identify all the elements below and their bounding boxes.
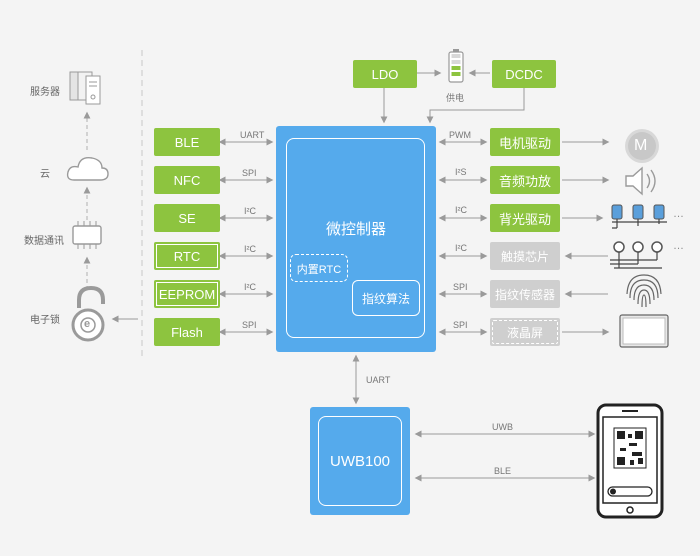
speaker-icon xyxy=(625,166,656,196)
fingerprint-algo-box: 指纹算法 xyxy=(352,280,420,316)
module-fingerprint-sensor: 指纹传感器 xyxy=(490,280,560,308)
mcu-block: 微控制器 内置RTC 指纹算法 xyxy=(276,126,436,352)
fingerprint-algo-label: 指纹算法 xyxy=(361,292,410,306)
dcdc-box: DCDC xyxy=(492,60,556,88)
supply-label: 供电 xyxy=(446,93,465,103)
module-audio-amp: 音频功放 xyxy=(490,166,560,194)
mcu-inner-frame xyxy=(286,138,425,338)
motor-letter: M xyxy=(634,137,648,154)
lock-icon xyxy=(71,285,105,342)
bus-label-se: I²C xyxy=(244,206,256,216)
module-se: SE xyxy=(154,204,220,232)
builtin-rtc-box: 内置RTC xyxy=(290,254,348,282)
module-nfc: NFC xyxy=(154,166,220,194)
smartphone-icon xyxy=(596,403,664,519)
bus-label-rtc: I²C xyxy=(244,244,256,254)
motor-icon xyxy=(625,129,659,163)
server-icon xyxy=(69,71,101,105)
cloud-label: 云 xyxy=(40,169,50,180)
cloud-icon xyxy=(66,157,109,181)
uwb-title: UWB100 xyxy=(329,453,391,470)
bus-label-lcd: SPI xyxy=(453,320,468,330)
module-touch-chip: 触摸芯片 xyxy=(490,242,560,270)
bus-label-eeprom: I²C xyxy=(244,282,256,292)
backlight-leds-icon xyxy=(611,204,667,229)
battery-icon xyxy=(448,49,464,83)
module-lcd: 液晶屏 xyxy=(490,318,560,346)
bus-label-motor: PWM xyxy=(449,130,471,140)
uwb-block: UWB100 xyxy=(310,407,410,515)
uwb-link-label: UWB xyxy=(492,422,513,432)
touch-buttons-icon xyxy=(610,241,663,269)
module-rtc: RTC xyxy=(154,242,220,270)
backlight-ellipsis: … xyxy=(673,208,684,220)
uwb-inner-frame xyxy=(318,416,402,506)
server-label: 服务器 xyxy=(30,87,60,98)
module-eeprom: EEPROM xyxy=(154,280,220,308)
fingerprint-icon xyxy=(626,274,662,308)
electronic-lock-label: 电子锁 xyxy=(30,315,60,326)
bus-label-ble: UART xyxy=(240,130,265,140)
bus-label-nfc: SPI xyxy=(242,168,257,178)
module-ble: BLE xyxy=(154,128,220,156)
uwb-bus-label: UART xyxy=(366,375,391,385)
chip-icon xyxy=(72,221,102,249)
module-flash: Flash xyxy=(154,318,220,346)
bus-label-audio: I²S xyxy=(455,167,467,177)
module-backlight-driver: 背光驱动 xyxy=(490,204,560,232)
ldo-box: LDO xyxy=(353,60,417,88)
bus-label-flash: SPI xyxy=(242,320,257,330)
lcd-screen-icon xyxy=(619,314,669,348)
bus-label-fingerprint: SPI xyxy=(453,282,468,292)
ble-link-label: BLE xyxy=(494,466,512,476)
bus-label-touch: I²C xyxy=(455,243,467,253)
touch-ellipsis: … xyxy=(673,240,684,252)
mcu-title: 微控制器 xyxy=(325,221,386,238)
module-motor-driver: 电机驱动 xyxy=(490,128,560,156)
bus-label-backlight: I²C xyxy=(455,205,467,215)
data-comm-label: 数据通讯 xyxy=(24,236,64,247)
builtin-rtc-label: 内置RTC xyxy=(296,264,342,276)
lock-letter: e xyxy=(84,318,91,330)
